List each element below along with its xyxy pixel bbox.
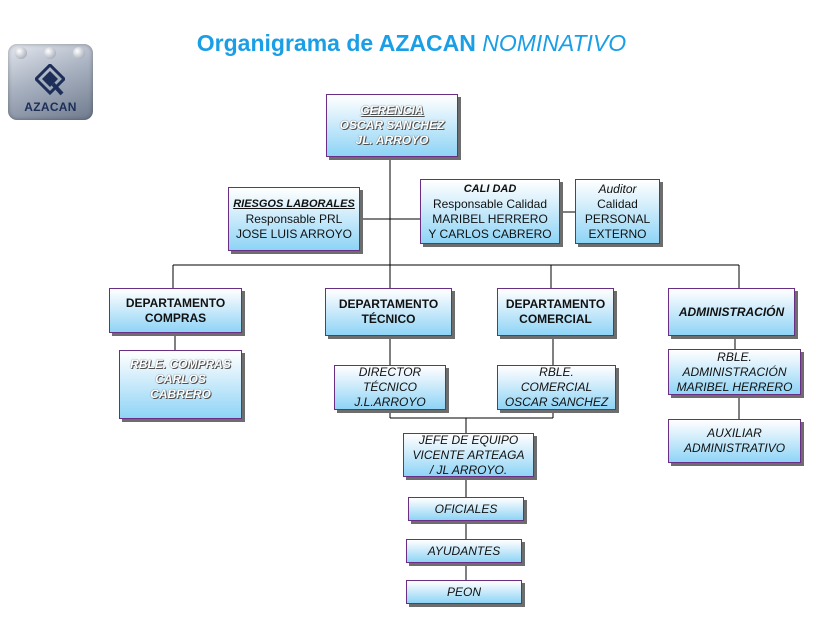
node-line: CARLOS <box>155 372 206 386</box>
node-line: / JL ARROYO. <box>429 462 508 477</box>
node-riesgos-laborales: RIESGOS LABORALES Responsable PRL JOSE L… <box>228 187 360 251</box>
node-line: EXTERNO <box>588 226 647 241</box>
node-rble-comercial: RBLE. COMERCIAL OSCAR SANCHEZ <box>497 365 616 410</box>
node-line: TÉCNICO <box>361 312 416 326</box>
node-departamento-compras: DEPARTAMENTO COMPRAS <box>109 288 242 333</box>
node-peon: PEON <box>406 580 522 604</box>
node-departamento-tecnico: DEPARTAMENTO TÉCNICO <box>325 288 452 336</box>
node-line: GERENCIA <box>360 103 424 117</box>
node-line: OSCAR SANCHEZ <box>339 118 445 132</box>
node-director-tecnico: DIRECTOR TÉCNICO J.L.ARROYO <box>334 365 446 410</box>
node-line: PEON <box>446 584 481 599</box>
node-line: MARIBEL HERRERO <box>676 379 793 394</box>
node-line: Responsable Calidad <box>432 196 548 211</box>
node-line: RIESGOS LABORALES <box>233 197 355 210</box>
node-ayudantes: AYUDANTES <box>406 539 522 563</box>
node-line: RBLE. COMPRAS <box>130 357 231 371</box>
rivet-icon <box>15 47 27 59</box>
logo-mark-icon <box>35 64 65 96</box>
node-line: COMPRAS <box>144 310 207 325</box>
azacan-logo: AZACAN <box>8 44 93 120</box>
node-administracion: ADMINISTRACIÓN <box>668 288 795 336</box>
node-line: COMERCIAL <box>520 380 593 394</box>
node-line: J.L.ARROYO <box>354 395 426 409</box>
node-line: COMERCIAL <box>519 312 592 326</box>
node-line: OFICIALES <box>434 501 498 516</box>
node-line: CABRERO <box>150 387 211 401</box>
node-line: JEFE DE EQUIPO <box>418 432 519 447</box>
node-line: JL. ARROYO <box>355 133 429 147</box>
node-line: DEPARTAMENTO <box>338 297 439 311</box>
rivet-icon <box>44 47 56 59</box>
node-rble-administracion: RBLE. ADMINISTRACIÓN MARIBEL HERRERO <box>668 349 801 395</box>
node-oficiales: OFICIALES <box>408 497 524 521</box>
node-gerencia: GERENCIA OSCAR SANCHEZ JL. ARROYO <box>326 94 458 157</box>
node-line: TÉCNICO <box>363 380 417 394</box>
node-jefe-de-equipo: JEFE DE EQUIPO VICENTE ARTEAGA / JL ARRO… <box>403 433 534 477</box>
node-line: Y CARLOS CABRERO <box>428 226 552 241</box>
node-rble-compras: RBLE. COMPRAS CARLOS CABRERO <box>119 350 242 419</box>
node-line: AUXILIAR <box>707 426 762 440</box>
title-italic: NOMINATIVO <box>482 30 627 56</box>
node-line: DIRECTOR <box>358 365 422 379</box>
node-line: VICENTE ARTEAGA <box>412 447 525 462</box>
rivet-icon <box>73 47 85 59</box>
node-line: AYUDANTES <box>427 543 501 558</box>
node-line: ADMINISTRACIÓN <box>678 304 785 319</box>
node-line: Calidad <box>597 196 638 211</box>
node-line: OSCAR SANCHEZ <box>504 395 609 409</box>
node-line: DEPARTAMENTO <box>125 295 226 310</box>
logo-text: AZACAN <box>24 100 77 114</box>
node-line: CALI DAD <box>463 182 517 195</box>
node-departamento-comercial: DEPARTAMENTO COMERCIAL <box>497 288 614 336</box>
node-line: ADMINISTRACIÓN <box>682 364 787 379</box>
node-auditor: Auditor Calidad PERSONAL EXTERNO <box>575 179 660 244</box>
node-line: PERSONAL <box>584 211 651 226</box>
node-line: MARIBEL HERRERO <box>432 211 548 226</box>
node-line: RBLE. <box>717 349 752 364</box>
node-line: Auditor <box>598 181 637 196</box>
title-main: Organigrama de AZACAN <box>196 30 476 56</box>
node-calidad: CALI DAD Responsable Calidad MARIBEL HER… <box>420 179 560 244</box>
node-auxiliar-administrativo: AUXILIAR ADMINISTRATIVO <box>668 419 801 463</box>
node-line: Responsable PRL <box>245 211 343 226</box>
node-line: JOSE LUIS ARROYO <box>235 226 353 241</box>
node-line: DEPARTAMENTO <box>505 297 606 311</box>
page-title: Organigrama de AZACAN NOMINATIVO <box>0 30 823 57</box>
node-line: ADMINISTRATIVO <box>683 441 786 455</box>
node-line: RBLE. <box>539 365 574 379</box>
